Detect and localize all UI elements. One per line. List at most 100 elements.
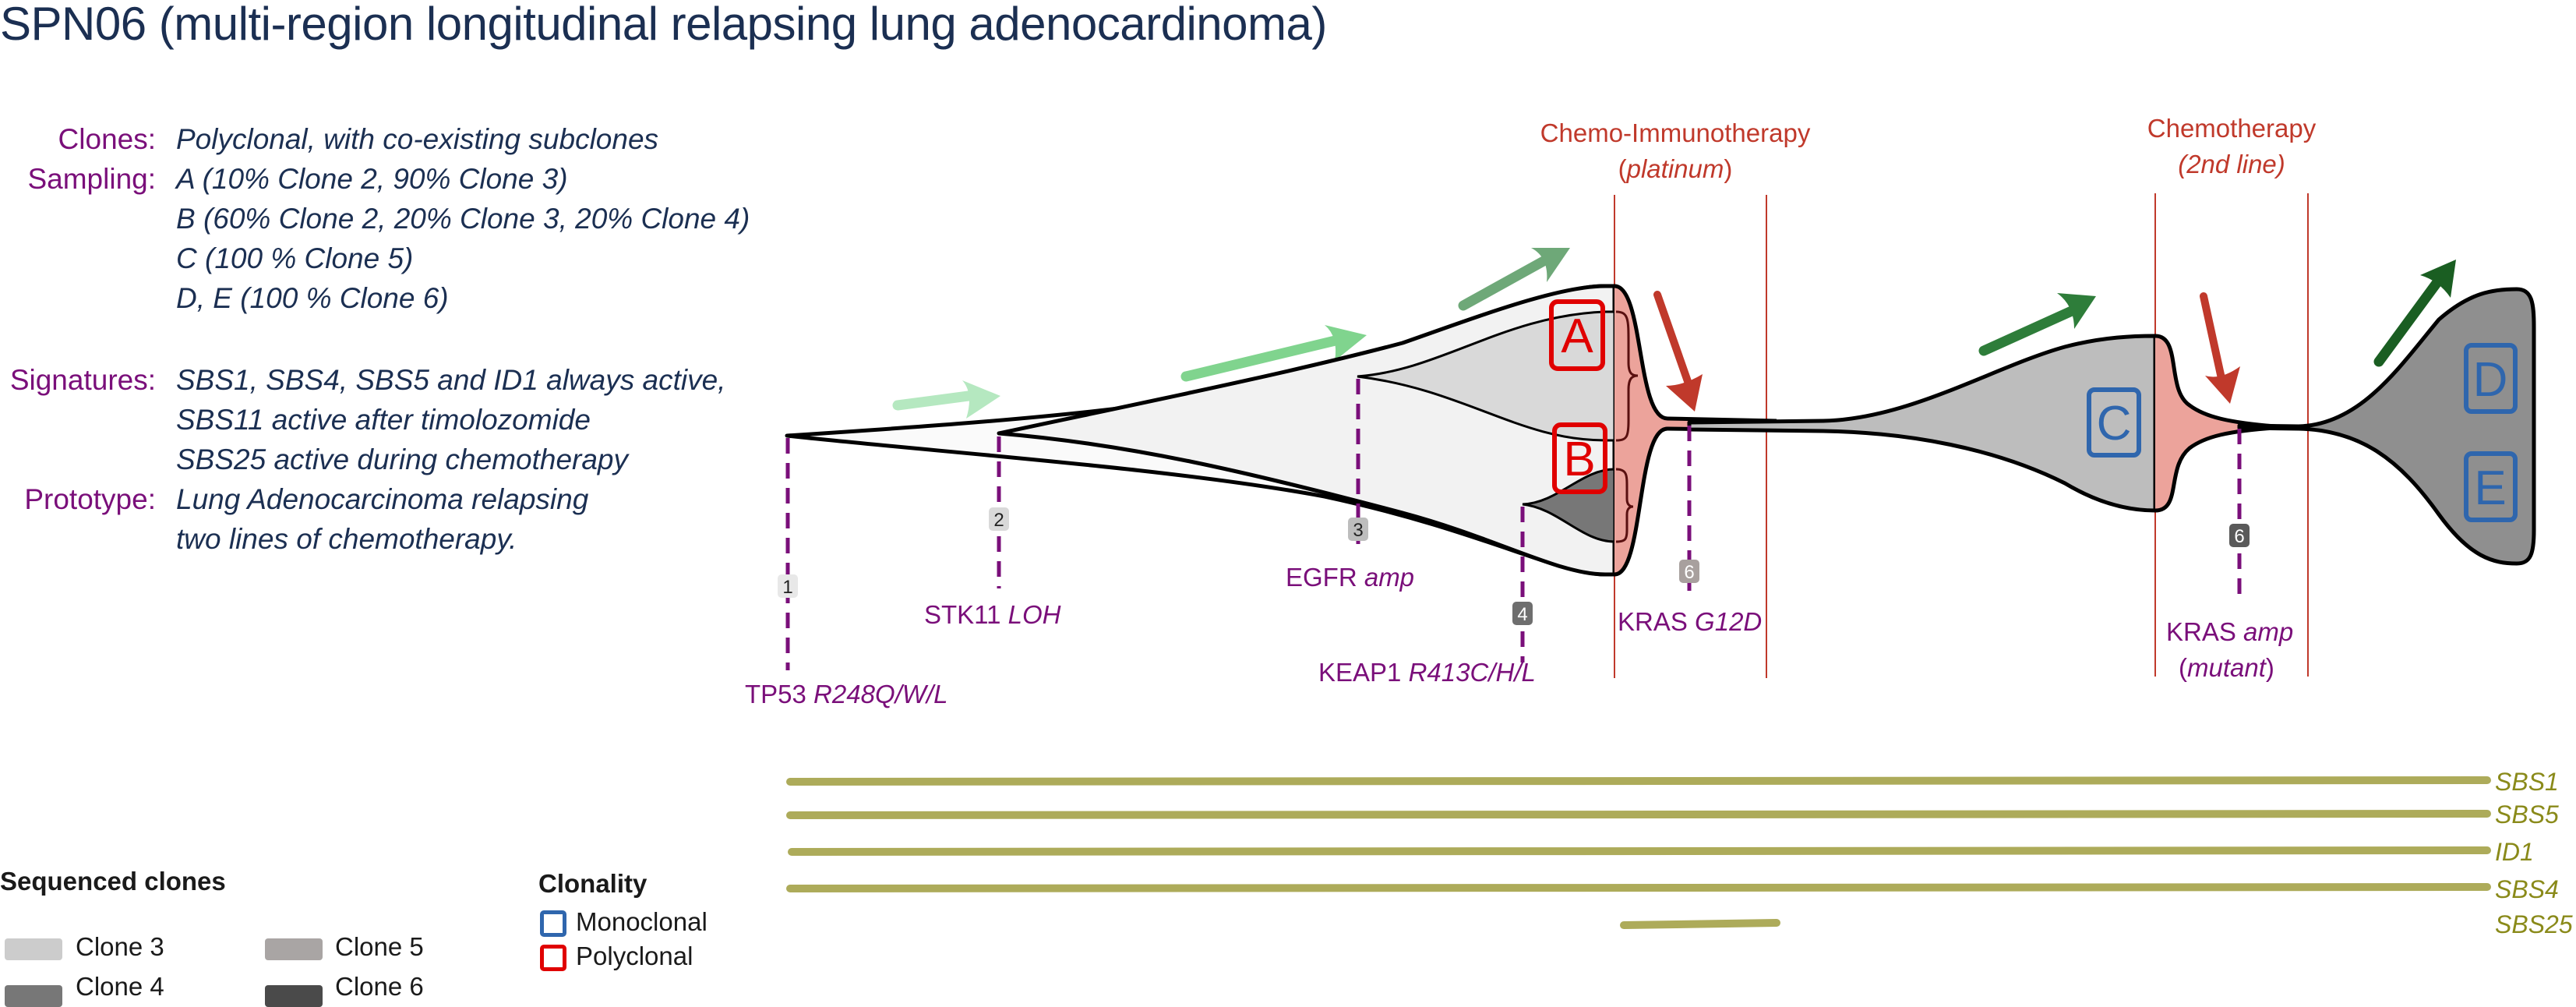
- legend-label-polyclonal: Polyclonal: [576, 942, 693, 970]
- signature-track: ID1: [788, 838, 2534, 866]
- badge-4: [1512, 602, 1533, 625]
- clone-tree: [785, 284, 2536, 577]
- badge-6a: [1679, 560, 1699, 583]
- therapy-1-bottleneck: [1614, 286, 1766, 574]
- badge-1: [778, 574, 798, 598]
- sample-c-label: C: [2097, 397, 2132, 450]
- sample-a[interactable]: A: [1549, 299, 1605, 371]
- signature-label: SBS25: [2495, 910, 2573, 938]
- sampling-value: D, E (100 % Clone 6): [176, 282, 449, 314]
- signatures-value: SBS25 active during chemotherapy: [176, 443, 629, 475]
- signature-track: SBS25: [1620, 910, 2573, 938]
- therapy-2-arrow: [2200, 292, 2226, 386]
- therapy-2-region: Chemotherapy (2nd line): [2147, 114, 2317, 677]
- legend-label-monoclonal: Monoclonal: [576, 907, 708, 936]
- sample-d-label: D: [2473, 353, 2508, 407]
- legend-label-clone-4: Clone 4: [76, 972, 164, 1001]
- mutation-kras-g12d-label: KRAS G12D: [1618, 607, 1762, 636]
- sample-a-label: A: [1561, 309, 1593, 363]
- sample-e[interactable]: E: [2464, 451, 2518, 522]
- legend-label-clone-6: Clone 6: [335, 972, 424, 1001]
- signature-tracks: SBS1 SBS5 ID1 SBS4 SBS25: [786, 768, 2573, 938]
- legend-label-clone-5: Clone 5: [335, 932, 424, 961]
- legend-swatch-clone-6: [265, 985, 323, 1007]
- mutation-kras-g12d[interactable]: 6 KRAS G12D: [1618, 426, 1762, 636]
- sample-e-label: E: [2474, 461, 2506, 515]
- sample-b-brace: [1615, 468, 1634, 543]
- sampling-value: C (100 % Clone 5): [176, 242, 414, 274]
- growth-arrow-5-head: [2420, 260, 2456, 298]
- therapy-2-bottleneck: [2155, 336, 2260, 511]
- signature-label: ID1: [2495, 838, 2534, 866]
- badge-6b: [2229, 524, 2250, 547]
- therapy-arrows: [1653, 291, 2240, 412]
- growth-arrows: [892, 248, 2456, 419]
- badge-2: [989, 507, 1009, 531]
- signature-label: SBS5: [2495, 800, 2559, 829]
- sample-boxes: A B C D E: [1549, 299, 2518, 522]
- growth-arrow-2-head: [1325, 325, 1367, 361]
- prototype-value: two lines of chemotherapy.: [176, 523, 517, 555]
- signature-label: SBS4: [2495, 875, 2559, 903]
- mutation-keap1-label: KEAP1 R413C/H/L: [1318, 658, 1536, 687]
- legend-clonality-title: Clonality: [538, 869, 648, 898]
- legend-sequenced-title: Sequenced clones: [0, 867, 226, 896]
- therapy-1-name: Chemo-Immunotherapy: [1540, 118, 1811, 147]
- mutation-kras-amp[interactable]: 6 KRAS amp (mutant): [2166, 429, 2293, 682]
- growth-arrow-2: [1180, 334, 1347, 382]
- signature-track: SBS1: [786, 768, 2559, 796]
- mutation-tp53[interactable]: 1 TP53 R248Q/W/L: [745, 438, 947, 708]
- therapy-2-detail: (2nd line): [2178, 150, 2285, 178]
- legend-swatch-clone-3: [5, 938, 62, 960]
- badge-4-text: 4: [1517, 604, 1527, 625]
- mutation-kras-amp-extra: (mutant): [2179, 653, 2274, 682]
- growth-arrow-4: [1978, 301, 2087, 356]
- legend-label-clone-3: Clone 3: [76, 932, 164, 961]
- clone-6-shape: [2237, 287, 2536, 566]
- sample-c[interactable]: C: [2087, 387, 2141, 458]
- mutation-egfr-label: EGFR amp: [1286, 563, 1414, 592]
- prototype-key: Prototype:: [24, 483, 156, 515]
- therapy-1-region: Chemo-Immunotherapy (platinum): [1540, 118, 1811, 678]
- badge-3: [1348, 518, 1368, 541]
- clone-5-shape: [1687, 334, 2158, 513]
- signatures-key: Signatures:: [9, 364, 156, 396]
- mutation-stk11[interactable]: 2 STK11 LOH: [924, 436, 1061, 629]
- therapy-1-arrow: [1653, 291, 1693, 390]
- therapy-1-arrow-head: [1666, 374, 1703, 412]
- growth-arrow-1-head: [962, 380, 1000, 419]
- mutation-egfr[interactable]: 3 EGFR amp: [1286, 379, 1414, 592]
- legend-swatch-clone-5: [265, 938, 323, 960]
- monoclonal-box-icon: [540, 910, 566, 937]
- growth-arrow-3: [1458, 252, 1556, 311]
- badge-2-text: 2: [993, 510, 1004, 531]
- mutation-kras-amp-label: KRAS amp: [2166, 617, 2293, 646]
- page-title: SPN06 (multi-region longitudinal relapsi…: [0, 0, 1327, 50]
- sample-d[interactable]: D: [2464, 343, 2518, 414]
- badge-6a-text: 6: [1684, 562, 1694, 583]
- growth-arrow-4-head: [2057, 293, 2096, 329]
- mutation-markers: 1 TP53 R248Q/W/L 2 STK11 LOH 3 EGFR amp …: [745, 379, 2293, 708]
- signature-track: SBS5: [786, 800, 2559, 829]
- therapy-2-arrow-head: [2205, 366, 2240, 404]
- badge-6b-text: 6: [2234, 526, 2244, 547]
- signatures-value: SBS11 active after timolozomide: [176, 404, 591, 436]
- therapy-2-outline: [2154, 334, 2276, 513]
- signature-label: SBS1: [2495, 768, 2559, 796]
- therapy-1-outline: [1614, 284, 1777, 577]
- mutation-keap1[interactable]: 4 KEAP1 R413C/H/L: [1318, 507, 1536, 687]
- sample-a-brace: [1615, 310, 1639, 442]
- prototype-value: Lung Adenocarcinoma relapsing: [176, 483, 589, 515]
- sample-b[interactable]: B: [1552, 422, 1607, 494]
- badge-3-text: 3: [1353, 520, 1363, 541]
- polyclonal-box-icon: [540, 945, 566, 971]
- sampling-value: A (10% Clone 2, 90% Clone 3): [176, 163, 568, 195]
- signature-track: SBS4: [786, 875, 2559, 903]
- signatures-value: SBS1, SBS4, SBS5 and ID1 always active,: [176, 364, 726, 396]
- clones-key: Clones:: [58, 123, 156, 155]
- mutation-stk11-label: STK11 LOH: [924, 600, 1061, 629]
- growth-arrow-3-head: [1531, 248, 1570, 282]
- clones-value: Polyclonal, with co-existing subclones: [176, 123, 659, 155]
- therapy-1-detail: (platinum): [1618, 154, 1733, 183]
